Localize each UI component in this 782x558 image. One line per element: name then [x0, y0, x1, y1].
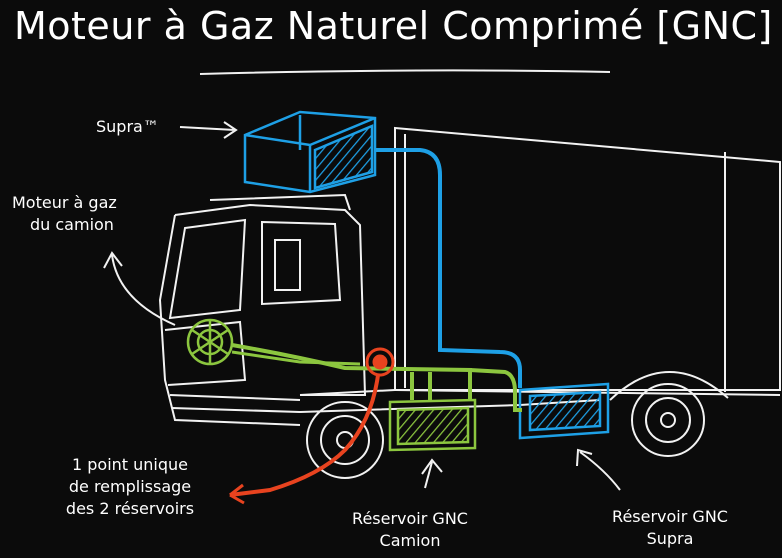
label-fill-point: 1 point unique de remplissage des 2 rése…	[40, 454, 220, 520]
rear-fender	[609, 371, 729, 401]
truck-tank	[388, 398, 477, 452]
label-tank-supra-line1: Réservoir GNC	[612, 507, 728, 526]
diagram-title: Moteur à Gaz Naturel Comprimé [GNC]	[14, 4, 773, 48]
label-engine: Moteur à gaz du camion	[12, 192, 117, 236]
truck-fuel-line	[231, 343, 522, 412]
fill-point	[365, 347, 395, 377]
arrow-tank-supra	[576, 448, 621, 491]
label-tank-supra-line2: Supra	[646, 529, 694, 548]
fill-hose-tip	[229, 483, 245, 505]
label-tank-truck-line2: Camion	[379, 531, 441, 550]
arrow-tank-truck	[421, 458, 443, 489]
label-fill-line1: 1 point unique	[71, 455, 189, 474]
arrow-engine	[103, 251, 176, 326]
label-tank-truck-line1: Réservoir GNC	[352, 509, 468, 528]
label-engine-line1: Moteur à gaz	[12, 193, 117, 212]
front-wheel	[306, 401, 384, 479]
engine-feed-line	[231, 350, 361, 366]
title-underline	[199, 69, 611, 75]
arrow-supra	[179, 121, 238, 139]
truck-engine	[186, 318, 234, 366]
rear-wheel	[631, 383, 705, 457]
label-tank-truck: Réservoir GNC Camion	[330, 508, 490, 552]
supra-unit	[243, 110, 377, 194]
truck-cab	[158, 193, 367, 426]
label-engine-line2: du camion	[30, 215, 114, 234]
label-supra: Supra™	[96, 117, 159, 136]
label-fill-line2: de remplissage	[68, 477, 192, 496]
cargo-box	[394, 126, 781, 396]
label-tank-supra: Réservoir GNC Supra	[590, 506, 750, 550]
supra-tank	[518, 382, 610, 440]
label-fill-line3: des 2 réservoirs	[65, 499, 195, 518]
supra-fuel-line	[375, 148, 522, 388]
fill-hose	[229, 374, 380, 497]
